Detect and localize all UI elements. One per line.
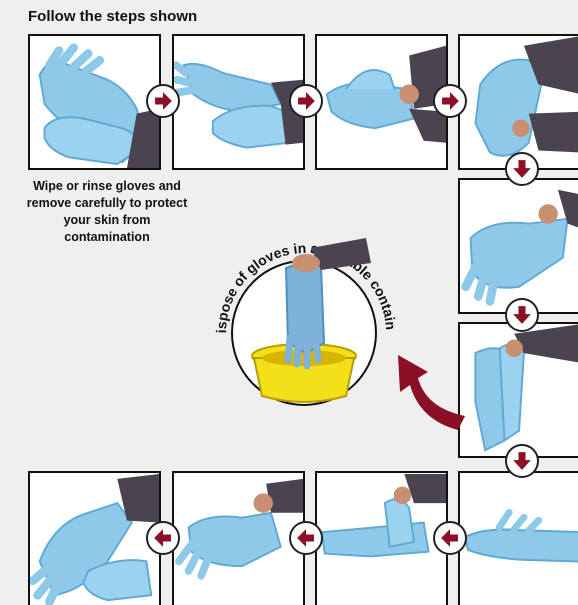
arrow-down-icon — [507, 300, 537, 330]
glove-peel-icon — [460, 180, 578, 312]
arrow-down-1 — [505, 152, 539, 186]
arrow-right-icon — [148, 86, 178, 116]
arrow-down-icon — [507, 154, 537, 184]
disposal-illustration: Dispose of gloves in a suitable containe… — [196, 208, 412, 424]
arrow-right-3 — [433, 84, 467, 118]
arrow-down-icon — [507, 446, 537, 476]
step-panel-10 — [28, 471, 161, 605]
step-panel-1 — [28, 34, 161, 170]
page-title: Follow the steps shown — [28, 8, 197, 25]
step-panel-7 — [458, 471, 578, 605]
glove-final-icon — [30, 473, 159, 605]
glove-strip-icon — [174, 473, 303, 605]
glove-partial-icon — [317, 473, 446, 605]
arrow-left-icon — [148, 523, 178, 553]
instruction-text: Wipe or rinse gloves and remove carefull… — [22, 178, 192, 246]
step-panel-9 — [172, 471, 305, 605]
step-panel-5 — [458, 178, 578, 314]
step-panel-4 — [458, 34, 578, 170]
arrow-left-icon — [291, 523, 321, 553]
arrow-left-3 — [433, 521, 467, 555]
glove-pull-icon — [174, 36, 303, 168]
arrow-down-3 — [505, 444, 539, 478]
arrow-right-2 — [289, 84, 323, 118]
arrow-right-icon — [291, 86, 321, 116]
arrow-left-1 — [146, 521, 180, 555]
arrow-down-2 — [505, 298, 539, 332]
step-panel-3 — [315, 34, 448, 170]
glove-cuff-icon — [317, 36, 446, 168]
step-panel-8 — [315, 471, 448, 605]
arrow-right-1 — [146, 84, 180, 118]
glove-rolled-icon — [460, 473, 578, 605]
arrow-left-icon — [435, 523, 465, 553]
glove-pair-icon — [30, 36, 159, 168]
arrow-right-icon — [435, 86, 465, 116]
step-panel-2 — [172, 34, 305, 170]
arrow-left-2 — [289, 521, 323, 555]
glove-fold-icon — [460, 36, 578, 168]
